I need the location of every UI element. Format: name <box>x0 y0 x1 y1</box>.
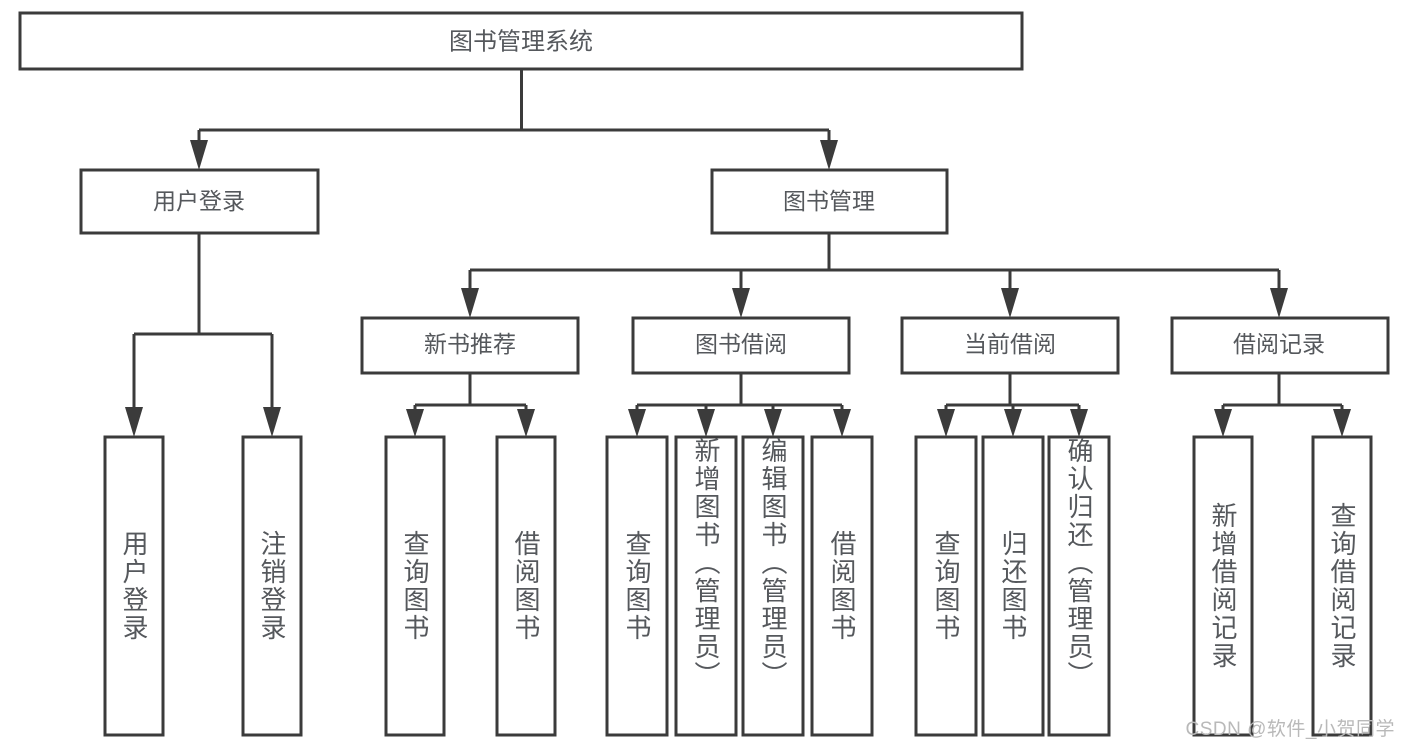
node-book-borrow[interactable]: 图书借阅 <box>631 316 851 375</box>
node-root-system[interactable]: 图书管理系统 <box>18 11 1024 71</box>
arrow-record-leaf2 <box>1333 409 1351 437</box>
arrow-borrow-leaf4 <box>833 409 851 437</box>
arrow-new-book-leaf1 <box>406 409 424 437</box>
arrow-borrow-leaf1 <box>628 409 646 437</box>
arrow-current-leaf2 <box>1004 409 1022 437</box>
node-box-leaf-borrow-book-2[interactable] <box>810 435 874 737</box>
node-current-borrow[interactable]: 当前借阅 <box>900 316 1120 375</box>
node-box-leaf-borrow-book-1[interactable] <box>495 435 557 737</box>
node-box-leaf-user-login[interactable] <box>103 435 165 737</box>
node-box-leaf-add-book[interactable] <box>674 435 738 737</box>
node-box-book-management <box>710 168 949 235</box>
arrow-current-leaf1 <box>937 409 955 437</box>
watermark-text: CSDN @软件_小贺同学 <box>1185 719 1395 740</box>
node-box-leaf-query-book-2[interactable] <box>605 435 669 737</box>
node-box-leaf-query-record[interactable] <box>1311 435 1373 737</box>
node-box-borrow-record <box>1170 316 1390 375</box>
arrow-to-user-login <box>190 140 208 170</box>
node-borrow-record[interactable]: 借阅记录 <box>1170 316 1390 375</box>
connector-layer <box>125 69 1351 437</box>
node-box-book-borrow <box>631 316 851 375</box>
arrow-user-login-leaf1 <box>125 407 143 437</box>
arrow-user-login-leaf2 <box>263 407 281 437</box>
arrow-record-leaf1 <box>1214 409 1232 437</box>
arrow-new-book-leaf2 <box>517 409 535 437</box>
arrow-to-borrow <box>732 288 750 318</box>
node-box-new-book-recommend <box>360 316 580 375</box>
arrow-borrow-leaf3 <box>764 409 782 437</box>
node-box-leaf-return-book[interactable] <box>981 435 1045 737</box>
leaf-box-layer <box>103 435 1373 737</box>
arrow-to-borrow-record <box>1270 288 1288 318</box>
node-box-leaf-add-record[interactable] <box>1192 435 1254 737</box>
arrow-borrow-leaf2 <box>697 409 715 437</box>
node-label-current-borrow: 当前借阅 <box>964 331 1056 357</box>
node-box-leaf-edit-book[interactable] <box>741 435 805 737</box>
node-label-user-login: 用户登录 <box>153 188 245 214</box>
node-box-leaf-query-book-1[interactable] <box>384 435 446 737</box>
node-box-leaf-logout[interactable] <box>241 435 303 737</box>
node-label-book-management: 图书管理 <box>783 188 875 214</box>
node-box-user-login <box>79 168 320 235</box>
node-box-root <box>18 11 1024 71</box>
node-label-root: 图书管理系统 <box>449 28 593 55</box>
node-label-borrow-record: 借阅记录 <box>1233 331 1325 357</box>
arrow-to-book-mgmt <box>820 140 838 170</box>
arrow-current-leaf3 <box>1070 409 1088 437</box>
node-user-login[interactable]: 用户登录 <box>79 168 320 235</box>
arrow-to-current-borrow <box>1001 288 1019 318</box>
node-label-new-book-recommend: 新书推荐 <box>424 331 516 357</box>
node-box-current-borrow <box>900 316 1120 375</box>
node-box-leaf-query-book-3[interactable] <box>914 435 978 737</box>
node-box-leaf-confirm-return[interactable] <box>1047 435 1111 737</box>
node-new-book-recommend[interactable]: 新书推荐 <box>360 316 580 375</box>
node-label-book-borrow: 图书借阅 <box>695 331 787 357</box>
node-book-management[interactable]: 图书管理 <box>710 168 949 235</box>
arrow-to-new-book <box>461 288 479 318</box>
